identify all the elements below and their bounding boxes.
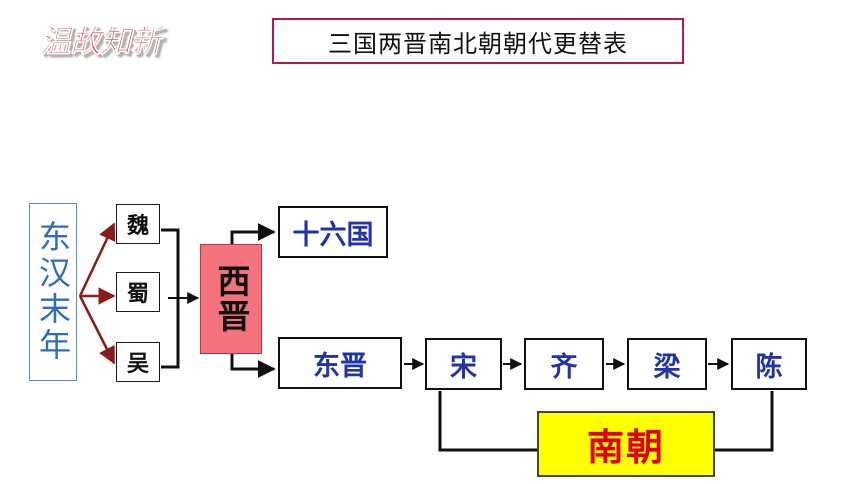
southern-bracket-right [715,391,774,452]
page-title: 三国两晋南北朝朝代更替表 [272,18,684,64]
arrow-to-eastern-jin [230,354,276,378]
arrow-to-wu [78,295,116,365]
kingdom-wei-box: 魏 [116,204,160,244]
western-jin-box: 西晋 [200,244,262,354]
dynasty-chen-box: 陈 [731,338,807,390]
arrow-to-sixteen-kingdoms [230,223,276,244]
dynasty-liang-box: 梁 [627,338,707,390]
southern-dynasties-box: 南朝 [537,411,715,477]
southern-bracket [438,391,537,452]
kingdom-shu-box: 蜀 [116,272,160,312]
kingdom-wu-box: 吴 [116,342,160,382]
origin-eastern-han-box: 东汉末年 [29,203,77,381]
eastern-jin-box: 东晋 [278,337,402,389]
sixteen-kingdoms-box: 十六国 [278,206,388,258]
review-badge: 温故知新 [40,24,162,61]
dynasty-qi-box: 齐 [524,338,604,390]
dynasty-song-box: 宋 [425,338,502,390]
arrow-to-wei [78,222,116,297]
